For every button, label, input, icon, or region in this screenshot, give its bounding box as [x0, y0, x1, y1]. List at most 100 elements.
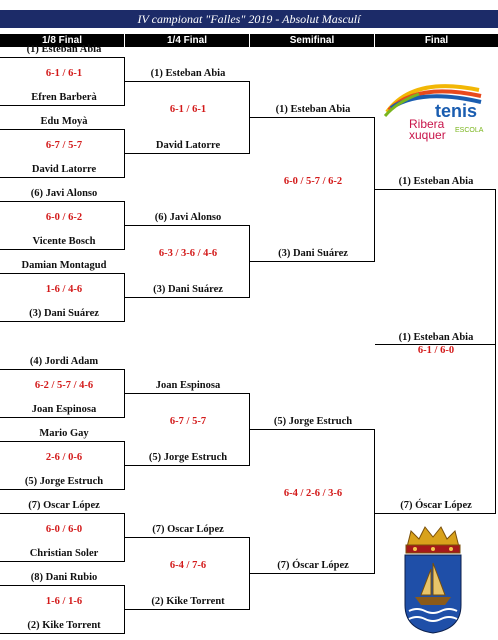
- bracket-line: [375, 189, 496, 190]
- bracket-line: [125, 81, 250, 82]
- qf-m2-player2: (3) Dani Suárez: [153, 284, 223, 295]
- bracket-line: [0, 57, 125, 58]
- r16-m4-player1: Damian Montagud: [21, 260, 107, 271]
- r16-m7-player1: (7) Oscar López: [28, 500, 100, 511]
- bracket-line: [0, 513, 125, 514]
- qf-m2-player1: (6) Javi Alonso: [154, 212, 222, 223]
- bracket-line: [124, 369, 125, 418]
- bracket-line: [0, 273, 125, 274]
- qf-m1-player2: David Latorre: [155, 140, 221, 151]
- bracket-line: [124, 441, 125, 490]
- qf-m3-score: 6-7 / 5-7: [169, 416, 207, 427]
- bracket-line: [0, 249, 125, 250]
- sf-m1-player2: (3) Dani Suárez: [278, 248, 348, 259]
- bracket-line: [0, 585, 125, 586]
- header-round-of-16: 1/8 Final: [0, 34, 124, 47]
- r16-m7-score: 6-0 / 6-0: [45, 524, 83, 535]
- r16-m1-score: 6-1 / 6-1: [45, 68, 83, 79]
- bracket-line: [249, 225, 250, 298]
- r16-m2-score: 6-7 / 5-7: [45, 140, 83, 151]
- club-logo-graphic: tenis Ribera xuquer ESCOLA: [383, 84, 484, 142]
- champion-name: (1) Esteban Abia: [398, 332, 474, 343]
- bracket-line: [0, 321, 125, 322]
- r16-m8-player1: (8) Dani Rubio: [30, 572, 98, 583]
- club-logo: tenis Ribera xuquer ESCOLA: [383, 72, 487, 142]
- r16-m4-player2: (3) Dani Suárez: [29, 308, 99, 319]
- bracket-line: [250, 573, 375, 574]
- header-semifinal: Semifinal: [250, 34, 374, 47]
- bracket-line: [375, 513, 496, 514]
- sf-m2-player2: (7) Óscar López: [277, 560, 349, 571]
- r16-m3-score: 6-0 / 6-2: [45, 212, 83, 223]
- bracket-line: [125, 297, 250, 298]
- logo-word-tenis: tenis: [435, 101, 477, 121]
- qf-m4-player1: (7) Oscar López: [152, 524, 224, 535]
- bracket-line: [0, 201, 125, 202]
- r16-m6-player1: Mario Gay: [39, 428, 89, 439]
- r16-m5-player2: Joan Espinosa: [31, 404, 97, 415]
- bracket-line: [0, 177, 125, 178]
- tournament-title: IV campionat "Falles" 2019 - Absolut Mas…: [0, 10, 498, 28]
- bracket-line: [250, 117, 375, 118]
- bracket-line: [124, 273, 125, 322]
- qf-m3-player1: Joan Espinosa: [155, 380, 221, 391]
- town-crest: [401, 525, 465, 635]
- bracket-line: [0, 633, 125, 634]
- qf-m3-player2: (5) Jorge Estruch: [148, 452, 228, 463]
- bracket-line: [0, 369, 125, 370]
- r16-m3-player2: Vicente Bosch: [32, 236, 96, 247]
- bracket-line: [375, 344, 496, 345]
- bracket-line: [0, 441, 125, 442]
- qf-m1-score: 6-1 / 6-1: [169, 104, 207, 115]
- bracket-line: [249, 393, 250, 466]
- r16-m8-score: 1-6 / 1-6: [45, 596, 83, 607]
- bracket-line: [125, 465, 250, 466]
- bracket-line: [249, 81, 250, 154]
- qf-m4-score: 6-4 / 7-6: [169, 560, 207, 571]
- r16-m8-player2: (2) Kike Torrent: [27, 620, 101, 631]
- header-final: Final: [375, 34, 498, 47]
- r16-m1-player2: Efren Barberà: [31, 92, 97, 103]
- r16-m2-player2: David Latorre: [31, 164, 97, 175]
- bracket-line: [495, 189, 496, 514]
- final-score: 6-1 / 6-0: [417, 345, 455, 356]
- bracket-line: [0, 489, 125, 490]
- bracket-line: [125, 537, 250, 538]
- bracket-line: [374, 429, 375, 574]
- logo-word-ribera: Ribera: [409, 117, 445, 131]
- r16-m3-player1: (6) Javi Alonso: [30, 188, 98, 199]
- bracket-line: [124, 201, 125, 250]
- qf-m4-player2: (2) Kike Torrent: [151, 596, 225, 607]
- bracket-line: [250, 429, 375, 430]
- bracket-line: [125, 393, 250, 394]
- bracket-line: [124, 513, 125, 562]
- r16-m6-score: 2-6 / 0-6: [45, 452, 83, 463]
- crest-graphic: [404, 526, 462, 634]
- logo-word-xuquer: xuquer: [409, 128, 446, 142]
- r16-m4-score: 1-6 / 4-6: [45, 284, 83, 295]
- bracket-line: [0, 105, 125, 106]
- bracket-line: [124, 57, 125, 106]
- qf-m1-player1: (1) Esteban Abia: [150, 68, 226, 79]
- bracket-line: [124, 585, 125, 634]
- r16-m5-player1: (4) Jordi Adam: [29, 356, 99, 367]
- logo-word-escola: ESCOLA: [455, 127, 484, 134]
- r16-m5-score: 6-2 / 5-7 / 4-6: [34, 380, 94, 391]
- final-player1: (1) Esteban Abia: [398, 176, 474, 187]
- r16-m2-player1: Edu Moyà: [40, 116, 88, 127]
- bracket-line: [250, 261, 375, 262]
- final-player2: (7) Óscar López: [400, 500, 472, 511]
- r16-m7-player2: Christian Soler: [29, 548, 99, 559]
- bracket-line: [125, 153, 250, 154]
- bracket-line: [125, 609, 250, 610]
- bracket-line: [0, 561, 125, 562]
- sf-m2-score: 6-4 / 2-6 / 3-6: [283, 488, 343, 499]
- bracket-line: [124, 129, 125, 178]
- r16-m1-player1: (1) Esteban Abia: [26, 44, 102, 55]
- bracket-line: [0, 417, 125, 418]
- qf-m2-score: 6-3 / 3-6 / 4-6: [158, 248, 218, 259]
- header-quarterfinal: 1/4 Final: [125, 34, 249, 47]
- r16-m6-player2: (5) Jorge Estruch: [24, 476, 104, 487]
- sf-m1-score: 6-0 / 5-7 / 6-2: [283, 176, 343, 187]
- sf-m1-player1: (1) Esteban Abia: [275, 104, 351, 115]
